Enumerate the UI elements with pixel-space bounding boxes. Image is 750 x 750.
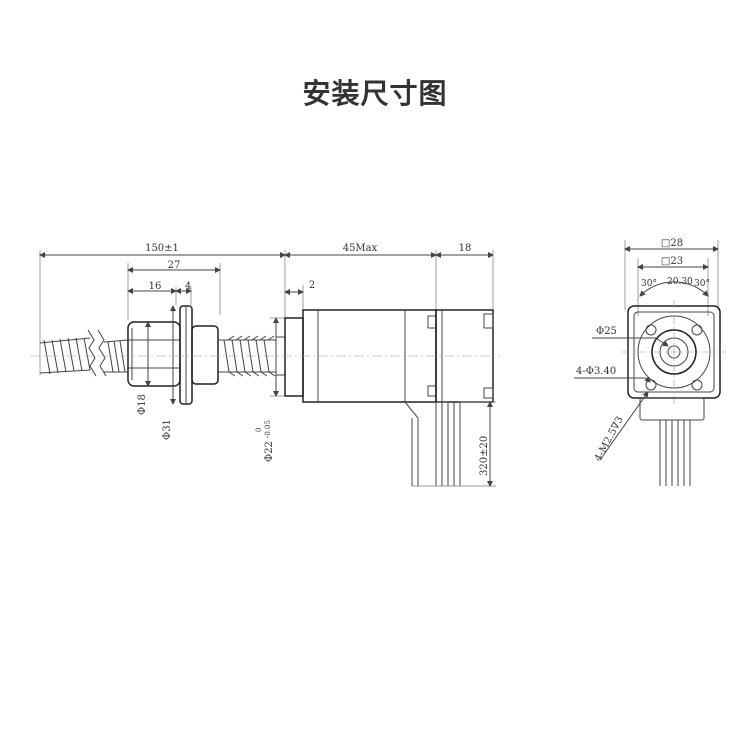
screw-middle	[103, 339, 129, 373]
dimension-lines	[39, 252, 494, 295]
motor-face	[622, 300, 726, 421]
angle-left-label: 30°	[641, 279, 657, 289]
end-view: □28 □23 30° 20.30 30°	[574, 238, 726, 486]
motor-length-label: 45Max	[343, 243, 378, 254]
angle-right-label: 30°	[694, 279, 710, 289]
frame-inner-label: □23	[661, 256, 683, 267]
boss-dia-label: Φ22	[264, 441, 275, 462]
rear-length-label: 18	[459, 243, 472, 254]
flange-thickness-label: 4	[185, 281, 191, 292]
overall-length-label: 150±1	[145, 243, 179, 254]
lead-length-label: 320±20	[479, 436, 490, 476]
frame-outer-label: □28	[661, 238, 683, 249]
pilot-label: 2	[309, 280, 315, 291]
nut-body-label: 16	[149, 281, 162, 292]
end-view-leads	[659, 420, 691, 486]
ball-nut	[127, 305, 219, 405]
thread-label: 4-M2.5∇3	[593, 415, 626, 464]
flange-dia-label: Φ31	[162, 419, 173, 440]
diameter-dimensions	[145, 305, 285, 405]
page-title: 安装尺寸图	[302, 77, 448, 110]
center-dia-label: Φ25	[596, 326, 617, 337]
motor-leads	[411, 401, 496, 487]
hole-dia-label: 4-Φ3.40	[576, 366, 616, 377]
nut-length-label: 27	[168, 260, 181, 271]
motor-body	[284, 309, 494, 440]
side-view: 150±1 27 16 4 45Max 18 2	[30, 243, 500, 487]
center-dim-label: 20.30	[667, 277, 693, 287]
boss-tol-lower: -0.05	[264, 420, 272, 438]
nut-dia-label: Φ18	[137, 394, 148, 415]
boss-tol-upper: 0	[255, 428, 263, 432]
end-view-leaders	[574, 337, 669, 461]
screw-left	[39, 329, 107, 377]
end-view-dimension-lines	[624, 240, 719, 316]
